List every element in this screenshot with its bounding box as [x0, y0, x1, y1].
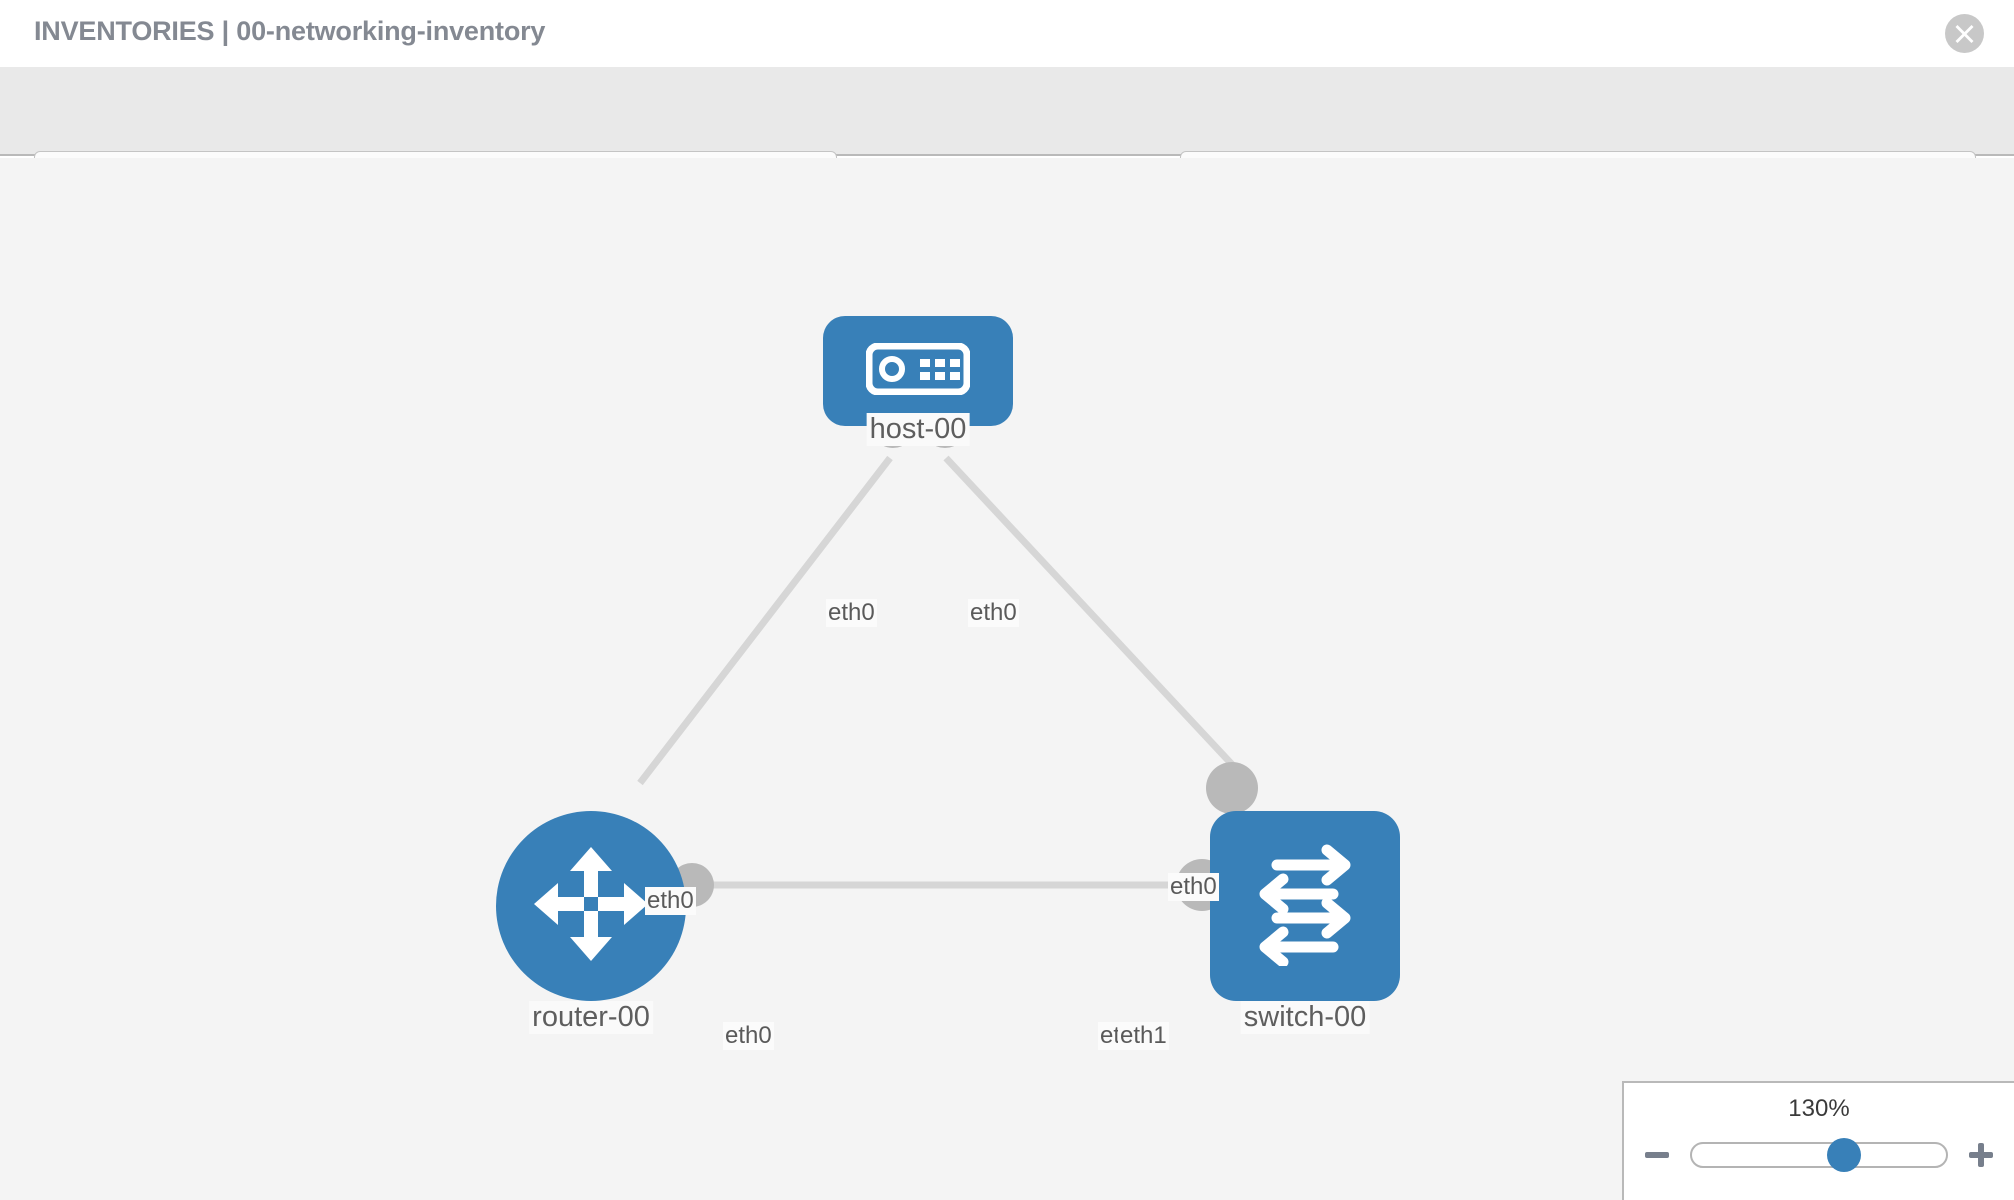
close-icon[interactable]: [1945, 14, 1984, 53]
switch-arrows-icon: [1243, 842, 1367, 971]
zoom-control-panel: 130%: [1622, 1081, 2014, 1200]
zoom-in-button[interactable]: [1966, 1140, 1996, 1170]
node-switch-00[interactable]: switch-00: [1210, 811, 1400, 1034]
edge-host00-switch00: [943, 455, 1243, 776]
toolbar: ACTIONS SEARCH: [0, 67, 2014, 206]
zoom-percent-label: 130%: [1788, 1095, 1850, 1122]
node-router-00-label: router-00: [529, 1001, 653, 1034]
page-title: INVENTORIES | 00-networking-inventory: [34, 16, 546, 46]
node-host-00-label: host-00: [866, 413, 970, 446]
edge-host00-router00: [637, 455, 893, 786]
node-switch-00-shape[interactable]: [1210, 811, 1400, 1001]
topology-canvas[interactable]: host-00: [0, 158, 2014, 1200]
edge-label-router00-eth0: eth0: [723, 1022, 774, 1050]
page-header: INVENTORIES | 00-networking-inventory: [0, 0, 2014, 67]
port-switch00-eth0: [1206, 762, 1258, 814]
server-icon: [865, 342, 971, 400]
edge-label-switch00-eth1: eth1: [1118, 1022, 1169, 1050]
edge-label-host00-eth0-left: eth0: [826, 599, 877, 627]
router-arrows-icon: [528, 841, 654, 972]
edge-label-router00-eth0-uplink: eth0: [645, 887, 696, 915]
zoom-slider-track[interactable]: [1690, 1138, 1948, 1172]
node-switch-00-label: switch-00: [1240, 1001, 1370, 1034]
node-host-00[interactable]: host-00: [823, 316, 1013, 446]
edge-label-host00-eth0-right: eth0: [968, 599, 1019, 627]
node-host-00-shape[interactable]: [823, 316, 1013, 426]
zoom-slider-thumb[interactable]: [1827, 1138, 1862, 1172]
edge-label-switch00-eth0-uplink: eth0: [1168, 873, 1219, 901]
zoom-out-button[interactable]: [1642, 1140, 1672, 1170]
topology-graph: [637, 404, 1258, 911]
zoom-slider-row: [1624, 1135, 2014, 1175]
